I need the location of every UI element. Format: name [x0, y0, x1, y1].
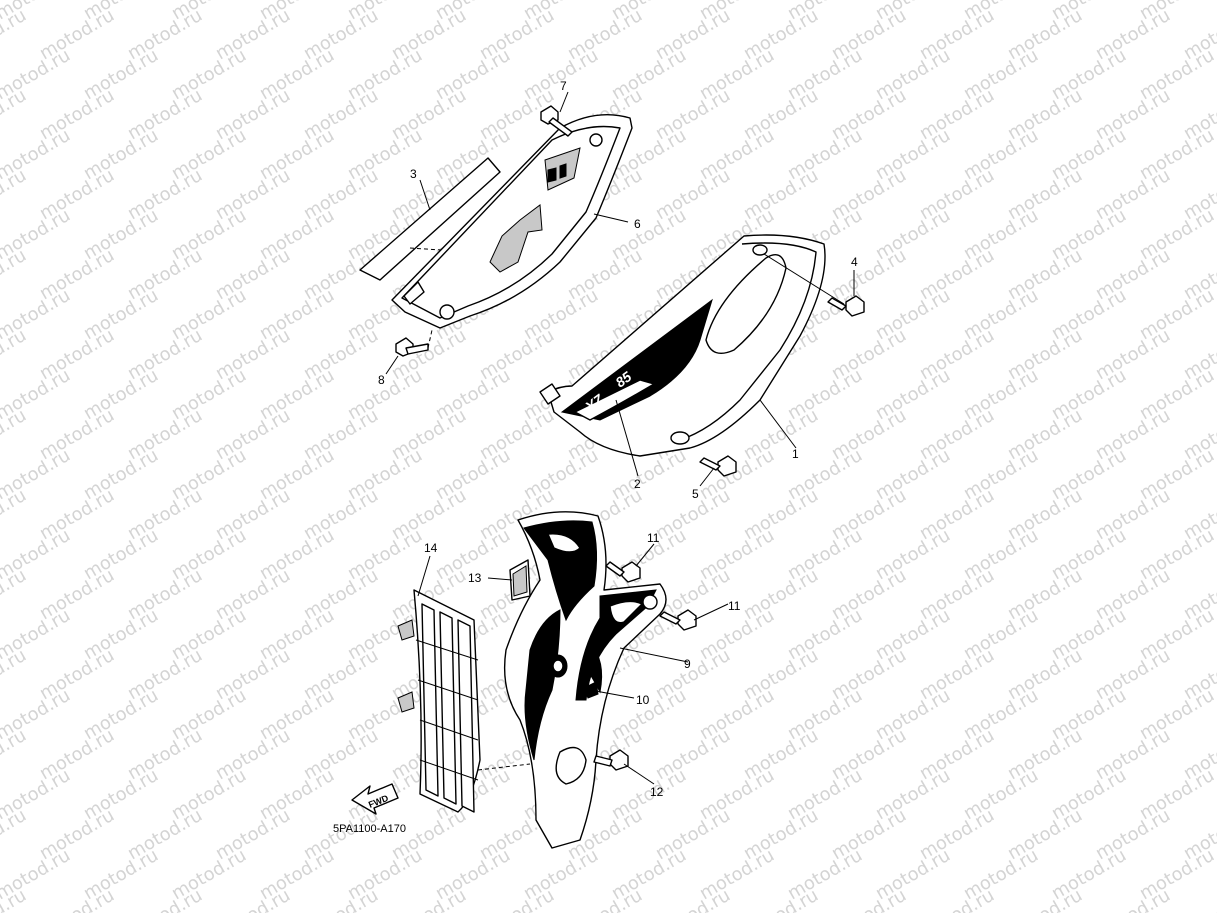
- part-7-bolt[interactable]: [540, 105, 573, 137]
- callout-5: 5: [692, 487, 699, 501]
- part-12-bolt[interactable]: [593, 749, 629, 771]
- callout-11-lower: 11: [728, 599, 741, 613]
- callout-7: 7: [560, 79, 567, 93]
- part-13-pad[interactable]: [509, 559, 531, 601]
- callout-labels: 7 3 6 4 8 1 2 5 11 14 13 11 9 10 12: [378, 79, 858, 799]
- callout-14: 14: [424, 541, 438, 555]
- part-8-bolt[interactable]: [395, 329, 433, 357]
- callout-13: 13: [468, 571, 482, 585]
- callout-12: 12: [650, 785, 664, 799]
- callout-1: 1: [792, 447, 799, 461]
- part-9-radiator-shroud[interactable]: [503, 511, 667, 849]
- part-2-decal[interactable]: YZ 85: [560, 298, 713, 421]
- callout-9: 9: [684, 657, 691, 671]
- callout-6: 6: [634, 217, 641, 231]
- part-4-bolt[interactable]: [827, 295, 865, 317]
- callout-8: 8: [378, 373, 385, 387]
- callout-11-upper: 11: [647, 531, 660, 545]
- leader-lines: [385, 91, 855, 785]
- callout-3: 3: [410, 167, 417, 181]
- callout-4: 4: [851, 255, 858, 269]
- part-14-radiator-guard[interactable]: [397, 589, 531, 813]
- part-11-bolt-lower[interactable]: [659, 609, 697, 631]
- callout-10: 10: [636, 693, 650, 707]
- fwd-direction-arrow: FWD: [351, 783, 399, 815]
- part-6-left-side-cover[interactable]: [391, 113, 633, 329]
- drawing-code: 5PA1100-A170: [333, 823, 406, 835]
- callout-2: 2: [634, 477, 641, 491]
- part-5-bolt[interactable]: [699, 455, 737, 477]
- part-11-bolt-upper[interactable]: [605, 561, 641, 583]
